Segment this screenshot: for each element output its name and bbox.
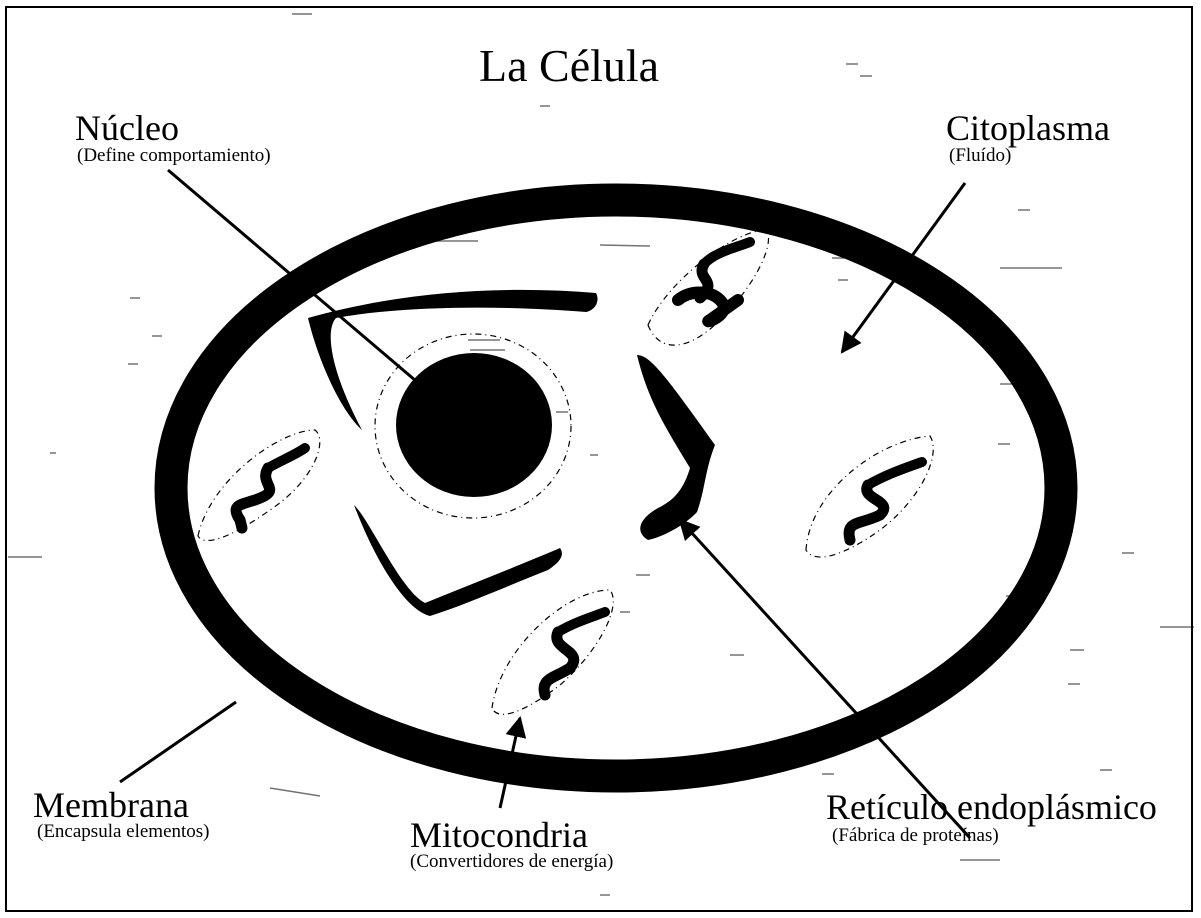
diagram-title: La Célula <box>479 43 659 89</box>
label-nucleo: Núcleo <box>75 110 179 146</box>
mitochondrion-right <box>806 436 933 557</box>
nucleus <box>396 353 552 497</box>
citoplasma-arrow <box>842 183 965 352</box>
desc-membrana: (Encapsula elementos) <box>37 822 210 841</box>
label-citoplasma: Citoplasma <box>946 110 1110 146</box>
label-reticulo: Retículo endoplásmico <box>826 789 1157 825</box>
label-membrana: Membrana <box>33 787 189 823</box>
desc-mitocondria: (Convertidores de energía) <box>410 852 613 871</box>
er-bottom-arm <box>354 505 562 616</box>
mitochondrion-left <box>198 430 320 541</box>
desc-nucleo: (Define comportamiento) <box>77 146 271 165</box>
mitochondrion-top <box>648 230 769 345</box>
mitochondrion-bottom <box>492 590 613 714</box>
er-right-chevron <box>637 355 715 540</box>
membrana-leader-line <box>120 702 236 782</box>
label-mitocondria: Mitocondria <box>410 817 588 853</box>
desc-reticulo: (Fábrica de proteínas) <box>832 826 999 845</box>
desc-citoplasma: (Fluído) <box>949 146 1011 165</box>
